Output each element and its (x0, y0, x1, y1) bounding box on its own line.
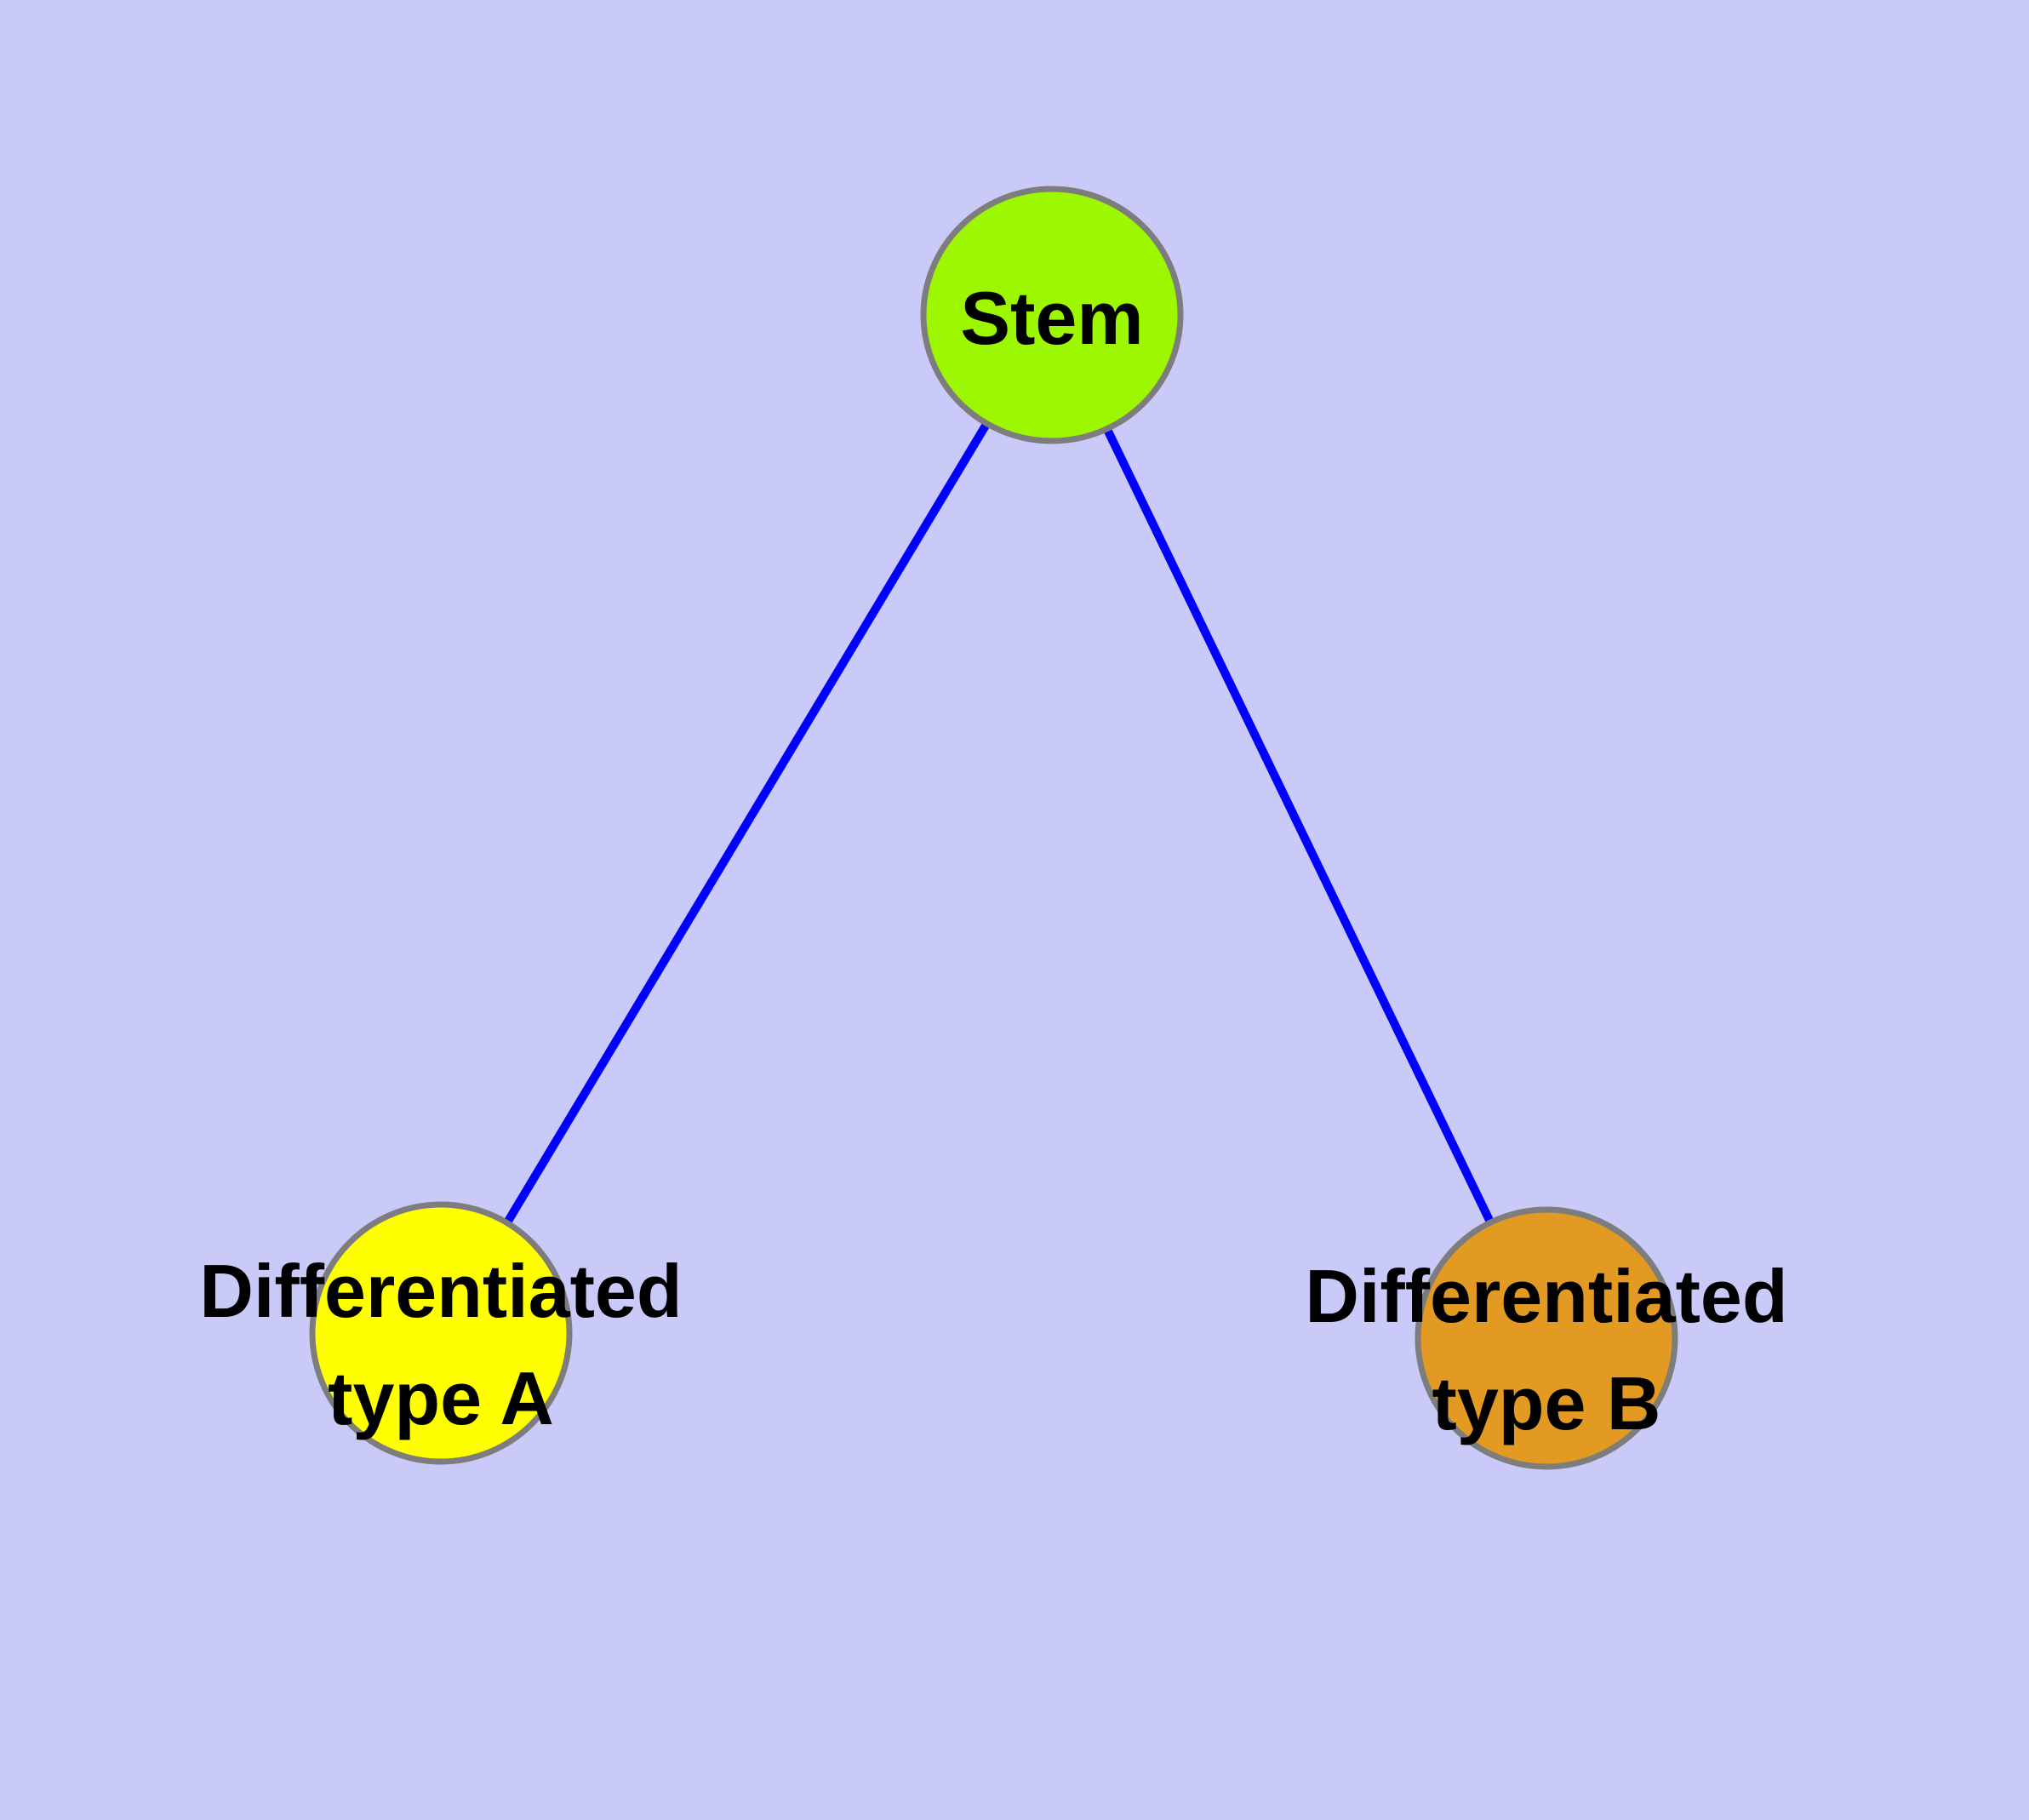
type-a-node-label-line2: type A (328, 1356, 554, 1440)
stem-node-label: Stem (960, 276, 1143, 360)
edge-stem-to-type-b (1048, 312, 1551, 1341)
type-b-node-label-line2: type B (1432, 1361, 1661, 1445)
type-b-node (1415, 1206, 1678, 1470)
edge-stem-to-type-a (437, 312, 1056, 1336)
type-b-node-label-line1: Differentiated (1305, 1254, 1787, 1338)
type-a-node (309, 1201, 573, 1465)
stem-node (920, 186, 1184, 444)
type-a-node-label-line1: Differentiated (199, 1249, 682, 1333)
